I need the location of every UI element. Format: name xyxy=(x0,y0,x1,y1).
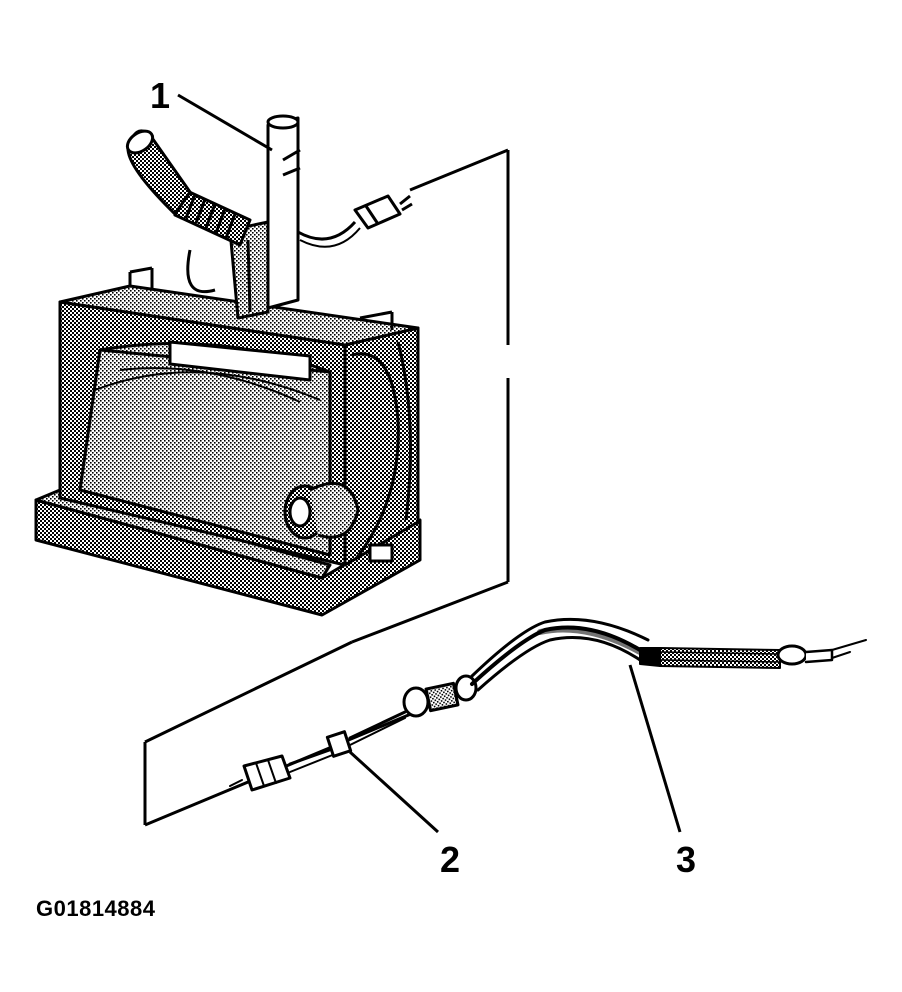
bracket-post xyxy=(266,116,300,310)
lamp-socket-bracket xyxy=(125,114,413,320)
leader-lines xyxy=(177,93,682,834)
callout-2: 2 xyxy=(440,839,460,880)
leader-line-1 xyxy=(177,93,273,152)
harness-left-connector xyxy=(242,754,292,792)
callout-1: 1 xyxy=(150,75,170,116)
socket-lead-wire xyxy=(297,220,357,241)
figure-id: G01814884 xyxy=(36,896,156,921)
housing-base-lip xyxy=(34,488,332,580)
harness-sheathed-run xyxy=(659,647,781,669)
harness-clip xyxy=(325,730,353,758)
mounting-panel xyxy=(143,148,510,827)
leader-line-2 xyxy=(348,750,440,834)
harness-cable-bundle xyxy=(470,625,642,686)
harness-grommet xyxy=(402,686,430,718)
callout-3: 3 xyxy=(676,839,696,880)
housing-assembly xyxy=(34,266,422,617)
wiring-harness xyxy=(229,617,867,792)
harness-right-terminal xyxy=(776,644,808,666)
socket-connector xyxy=(353,194,402,230)
leader-line-3 xyxy=(628,664,682,833)
